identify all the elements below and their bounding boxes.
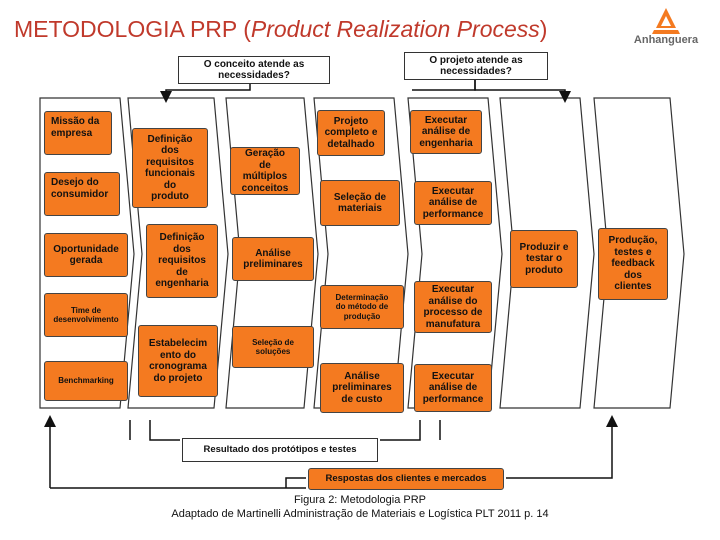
stage3-item-0: Geração de múltiplos conceitos [230,147,300,195]
project-feedback-line [412,80,476,91]
stage3-item-2: Seleção de soluções [232,326,314,368]
result-arrow-right [380,420,421,441]
anhanguera-logo-icon [652,8,680,34]
concept-feedback-line [160,82,251,103]
stage3-item-1: Análise preliminares [232,237,314,281]
result-arrow-left [149,420,180,441]
stage5-item-2: Executar análise do processo de manufatu… [414,281,492,333]
stage4-item-3: Análise preliminares de custo [320,363,404,413]
stage4-item-0: Projeto completo e detalhado [317,110,385,156]
caption-line-2: Adaptado de Martinelli Administração de … [171,507,549,520]
stage6-item-0: Produzir e testar o produto [510,230,578,288]
project-question-box: O projeto atende as necessidades? [404,52,548,80]
stage1-item-4: Benchmarking [44,361,128,401]
customer-feedback-right [506,415,618,479]
stage2-item-0: Definição dos requisitos funcionais do p… [132,128,208,208]
brand-name: Anhanguera [633,34,699,46]
concept-question-box: O conceito atende as necessidades? [178,56,330,84]
page-title: METODOLOGIA PRP (Product Realization Pro… [14,16,548,42]
stage1-item-0: Missão da empresa [44,111,112,155]
figure-caption: Figura 2: Metodologia PRP Adaptado de Ma… [0,494,720,522]
stage4-item-2: Determinação do método de produção [320,285,404,329]
stage5-item-0: Executar análise de engenharia [410,110,482,154]
stage7-item-0: Produção, testes e feedback dos clientes [598,228,668,300]
caption-line-1: Figura 2: Metodologia PRP [293,494,427,506]
stage5-item-3: Executar análise de performance [414,364,492,412]
customer-response-box: Respostas dos clientes e mercados [308,468,504,490]
stage1-item-2: Oportunidade gerada [44,233,128,277]
stage1-item-3: Time de desenvolvimento [44,293,128,337]
stage5-item-1: Executar análise de performance [414,181,492,225]
stage1-item-1: Desejo do consumidor [44,172,120,216]
result-box: Resultado dos protótipos e testes [182,438,378,462]
stage4-item-1: Seleção de materiais [320,180,400,226]
stage2-item-1: Definição dos requisitos de engenharia [146,224,218,298]
stage2-item-2: Estabelecim ento do cronograma do projet… [138,325,218,397]
